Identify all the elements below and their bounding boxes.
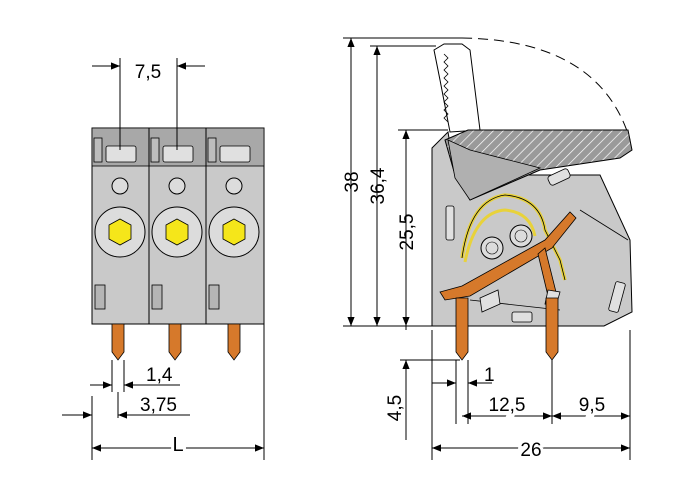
button-1 xyxy=(108,218,132,246)
dim-pin-to-back-label: 9,5 xyxy=(579,395,605,416)
lever-swing-arc xyxy=(461,37,631,141)
dim-pin-offset-label: 3,75 xyxy=(140,395,177,416)
lever-open xyxy=(433,43,481,133)
dim-height-total-label: 38 xyxy=(342,171,363,192)
dim-pitch xyxy=(92,58,205,150)
button-2 xyxy=(165,218,189,246)
dim-height-body xyxy=(398,129,448,326)
dim-depth-total xyxy=(431,330,630,460)
current-bar xyxy=(439,211,577,301)
dim-pin-to-back xyxy=(552,330,631,460)
dim-depth-total-label: 26 xyxy=(520,440,541,461)
dim-height-lever xyxy=(370,45,436,326)
dim-height-total xyxy=(343,37,462,327)
dim-pin-width-label: 1 xyxy=(484,365,495,386)
dim-pitch-label: 7,5 xyxy=(135,62,161,83)
button-3 xyxy=(222,218,246,246)
dim-height-lever-label: 36,4 xyxy=(368,167,389,204)
front-view: 7,5 1,4 3,75 L xyxy=(62,58,265,460)
dim-pin-width xyxy=(432,360,492,424)
dim-pin-thickness xyxy=(90,360,180,392)
rivet-2 xyxy=(509,224,533,248)
dim-total-length-label: L xyxy=(172,434,183,456)
dim-pin-length-label: 4,5 xyxy=(385,395,406,421)
side-view: 38 36,4 25,5 4,5 1 xyxy=(342,37,633,464)
side-pins xyxy=(455,297,559,361)
front-release-holes xyxy=(111,177,243,195)
front-cap-slots xyxy=(93,137,251,163)
dim-pin-spacing-label: 12,5 xyxy=(489,395,526,416)
front-wire-entries xyxy=(94,206,260,258)
dim-pin-length xyxy=(400,326,460,440)
dim-pin-thickness-label: 1,4 xyxy=(146,365,173,386)
dim-height-body-label: 25,5 xyxy=(397,214,418,251)
rivet-1 xyxy=(480,236,504,260)
dim-total-length xyxy=(92,324,265,460)
front-lower-slots xyxy=(94,284,220,310)
front-pins xyxy=(111,323,241,361)
